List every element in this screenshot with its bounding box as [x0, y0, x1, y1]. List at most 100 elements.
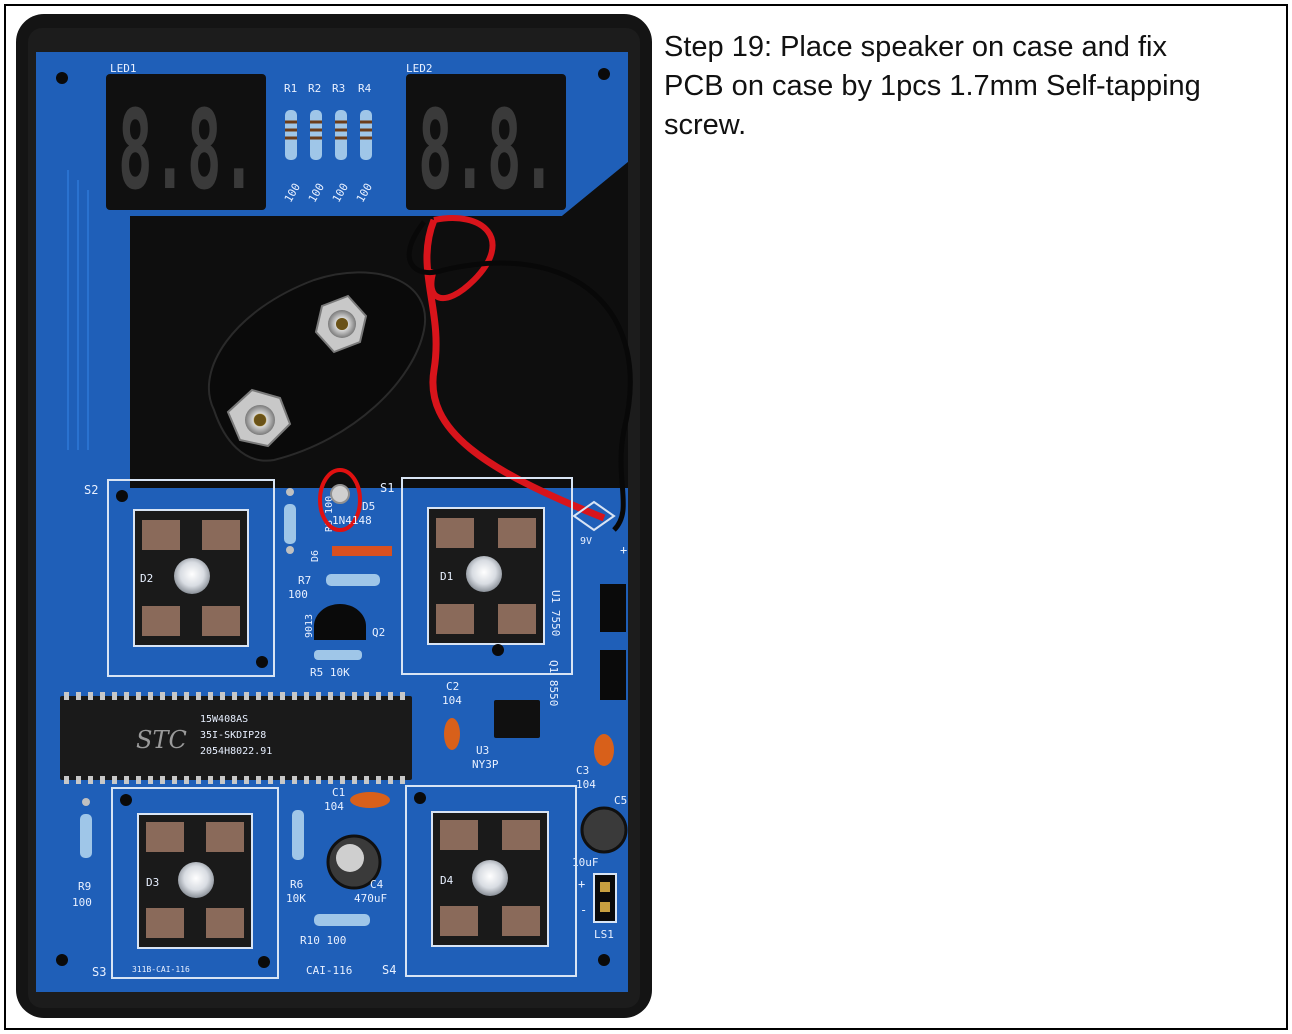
resistor-r5: [314, 650, 362, 660]
d6-label: D6: [310, 550, 321, 562]
q2-label: Q2: [372, 626, 385, 639]
c2-value: 104: [442, 694, 462, 707]
caption-line-1: Step 19: Place speaker on case and fix: [664, 31, 1167, 63]
c4-value: 470uF: [354, 892, 387, 905]
chip-brand: STC: [136, 726, 187, 754]
battery-clip: [208, 271, 427, 462]
switch-pad: [502, 906, 540, 936]
mount-hole: [258, 956, 270, 968]
r6-value: 10K: [286, 892, 306, 905]
display-2-digits: 8.8.: [418, 86, 556, 214]
capacitor-c3: [594, 734, 614, 766]
switch-s4-outline: [405, 785, 577, 977]
seven-seg-display-1: [106, 74, 266, 210]
r4-label: R4: [358, 82, 372, 95]
switch-s1-outline: [401, 477, 573, 675]
step-caption: Step 19: Place speaker on case and fix P…: [664, 28, 1284, 145]
switch-pad: [142, 520, 180, 550]
switch-pad: [498, 604, 536, 634]
r7-value: 100: [288, 588, 308, 601]
s2-label: S2: [84, 483, 98, 497]
ls1-label: LS1: [594, 928, 614, 941]
d4-label: D4: [440, 874, 454, 887]
speaker-pin: [600, 882, 610, 892]
led-d3: [178, 862, 214, 898]
power-connector: [572, 500, 616, 532]
q2-part: 9013: [304, 614, 315, 638]
ls-plus: +: [578, 877, 585, 891]
transistor-q2: [314, 604, 366, 640]
d3-label: D3: [146, 876, 159, 889]
pcb-photo: LED1 LED2 8.8. 8.8. R1 R2 R3 R4 100 100 …: [16, 14, 652, 1018]
chip-u3: [494, 700, 540, 738]
red-wire-loop: [428, 215, 496, 302]
switch-pad: [142, 606, 180, 636]
u1-label: U1 7550: [549, 590, 562, 636]
c3-label: C3: [576, 764, 589, 777]
mount-hole: [598, 954, 610, 966]
u3-label: U3: [476, 744, 489, 757]
capacitor-c4-top: [336, 844, 364, 872]
screw-head: [330, 484, 350, 504]
solder-pad: [286, 488, 294, 496]
mount-hole: [492, 644, 504, 656]
display-1-digits: 8.8.: [118, 86, 256, 214]
black-wire: [406, 220, 633, 532]
switch-pad: [440, 906, 478, 936]
c5-value: 10uF: [572, 856, 599, 869]
switch-pad: [146, 908, 184, 938]
mount-hole: [120, 794, 132, 806]
speaker-connector: [593, 873, 617, 923]
r6-label: R6: [290, 878, 303, 891]
r3-label: R3: [332, 82, 345, 95]
switch-s3-outline: [111, 787, 279, 979]
r9-label: R9: [78, 880, 91, 893]
resistors-r1-r4: [285, 110, 372, 160]
r10-label: R10 100: [300, 934, 346, 947]
c1-label: C1: [332, 786, 345, 799]
q1-label: Q1 8550: [547, 660, 560, 706]
chip-line-3: 2054H8022.91: [200, 746, 272, 757]
switch-pad: [206, 908, 244, 938]
transistor-q1: [600, 650, 626, 700]
diode-d6: [332, 546, 392, 556]
switch-pad: [498, 518, 536, 548]
r5-label: R5 10K: [310, 666, 350, 679]
switch-s2-outline: [107, 479, 275, 677]
caption-line-3: screw.: [664, 109, 747, 141]
d5-part: 1N4148: [332, 514, 372, 527]
pcb-traces: [67, 170, 89, 450]
led1-label: LED1: [110, 62, 137, 75]
led-d4: [472, 860, 508, 896]
s1-label: S1: [380, 481, 394, 495]
speaker-pin: [600, 902, 610, 912]
resistor-r7: [326, 574, 380, 586]
switch-pad: [436, 604, 474, 634]
solder-pad: [286, 546, 294, 554]
switch-pad: [436, 518, 474, 548]
highlight-circle: [318, 468, 362, 532]
mount-hole: [116, 490, 128, 502]
resistor-r9: [80, 814, 92, 858]
board-id: 311B-CAI-116: [132, 965, 190, 974]
led2-label: LED2: [406, 62, 433, 75]
mount-hole: [56, 72, 68, 84]
r9-value: 100: [72, 896, 92, 909]
resistor-r8: [284, 504, 296, 544]
r7-label: R7: [298, 574, 311, 587]
c3-value: 104: [576, 778, 596, 791]
chip-line-2: 35I-SKDIP28: [200, 730, 266, 741]
d5-label: D5: [362, 500, 375, 513]
switch-pad: [502, 820, 540, 850]
s4-label: S4: [382, 963, 396, 977]
power-label: 9V: [580, 536, 592, 547]
s3-label: S3: [92, 965, 106, 979]
switch-pad: [440, 820, 478, 850]
capacitor-c1: [350, 792, 390, 808]
led-d2: [174, 558, 210, 594]
regulator-u1: [600, 584, 626, 632]
mcu-chip: [60, 696, 412, 780]
u3-part: NY3P: [472, 758, 499, 771]
c5-label: C5: [614, 794, 627, 807]
resistor-r6: [292, 810, 304, 860]
